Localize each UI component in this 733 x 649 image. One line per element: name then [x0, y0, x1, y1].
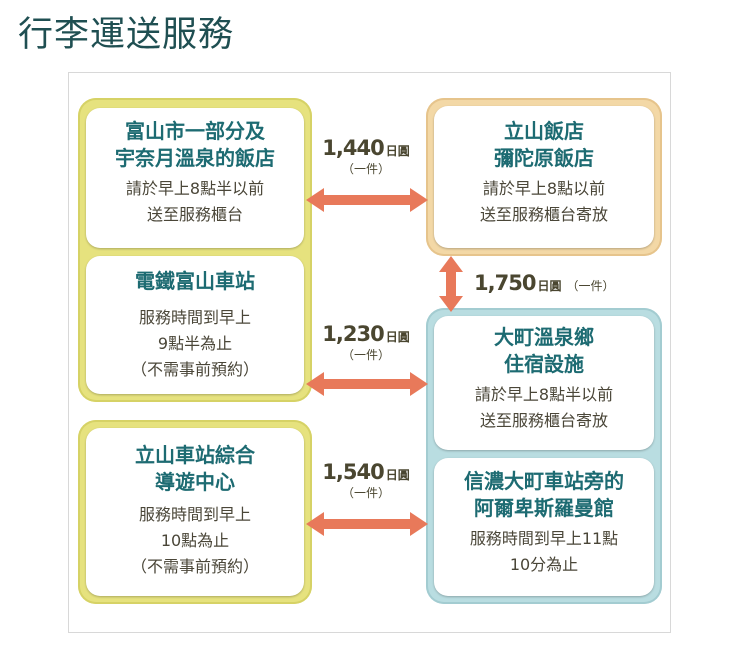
price-unit: 日圓 — [385, 144, 410, 158]
location-name: 電鐵富山車站 — [135, 269, 255, 293]
location-name: 住宿設施 — [504, 352, 584, 376]
price-per: （一件） — [341, 162, 390, 176]
location-name: 宇奈月溫泉的飯店 — [115, 146, 275, 170]
price-per: （一件） — [341, 486, 390, 500]
location-note: 10分為止 — [509, 555, 579, 574]
location-note: 送至服務櫃台寄放 — [479, 205, 608, 224]
location-name: 大町溫泉鄉 — [494, 325, 594, 349]
location-card-alpen-roman: 信濃大町車站旁的 阿爾卑斯羅曼館 服務時間到早上11點 10分為止 — [434, 458, 654, 596]
location-card-toyama-hotels: 富山市一部分及 宇奈月溫泉的飯店 請於早上8點半以前 送至服務櫃台 — [86, 108, 304, 248]
price-unit: 日圓 — [385, 468, 410, 482]
double-arrow-icon — [306, 188, 428, 212]
location-card-murodo-hotels: 立山飯店 彌陀原飯店 請於早上8點以前 送至服務櫃台寄放 — [434, 106, 654, 248]
location-note: 服務時間到早上11點 — [469, 529, 619, 548]
location-note: 服務時間到早上 — [138, 308, 251, 327]
location-name: 立山車站綜合 — [135, 443, 255, 467]
location-note: 請於早上8點以前 — [482, 179, 606, 198]
double-arrow-icon — [306, 512, 428, 536]
location-note: 送至服務櫃台寄放 — [479, 411, 608, 430]
location-name: 富山市一部分及 — [125, 119, 265, 143]
location-note: 服務時間到早上 — [138, 505, 251, 524]
location-card-tateyama-station: 立山車站綜合 導遊中心 服務時間到早上 10點為止 （不需事前預約） — [86, 428, 304, 596]
location-name: 阿爾卑斯羅曼館 — [474, 496, 614, 520]
location-note: 10點為止 — [160, 531, 230, 550]
price-amount: 1,230 — [322, 322, 384, 346]
location-name: 信濃大町車站旁的 — [464, 469, 624, 493]
location-note: （不需事前預約） — [130, 557, 259, 576]
price-amount: 1,540 — [322, 460, 384, 484]
location-note: （不需事前預約） — [130, 360, 259, 379]
location-note: 請於早上8點半以前 — [474, 385, 614, 404]
location-card-omachi-onsen: 大町溫泉鄉 住宿設施 請於早上8點半以前 送至服務櫃台寄放 — [434, 316, 654, 450]
double-arrow-icon — [439, 256, 463, 312]
price-amount: 1,440 — [322, 136, 384, 160]
location-card-dentetsu-toyama: 電鐵富山車站 服務時間到早上 9點半為止 （不需事前預約） — [86, 256, 304, 394]
location-note: 9點半為止 — [157, 334, 233, 353]
price-per: （一件） — [341, 348, 390, 362]
price-unit: 日圓 — [385, 330, 410, 344]
price-amount: 1,750 — [474, 271, 536, 295]
location-name: 彌陀原飯店 — [494, 146, 594, 170]
page-title: 行李運送服務 — [18, 15, 235, 55]
location-name: 導遊中心 — [155, 470, 235, 494]
price-unit: 日圓 — [537, 279, 562, 293]
location-note: 送至服務櫃台 — [146, 205, 243, 224]
price-per: （一件） — [566, 279, 615, 293]
double-arrow-icon — [306, 372, 428, 396]
location-name: 立山飯店 — [504, 119, 584, 143]
location-note: 請於早上8點半以前 — [125, 179, 265, 198]
